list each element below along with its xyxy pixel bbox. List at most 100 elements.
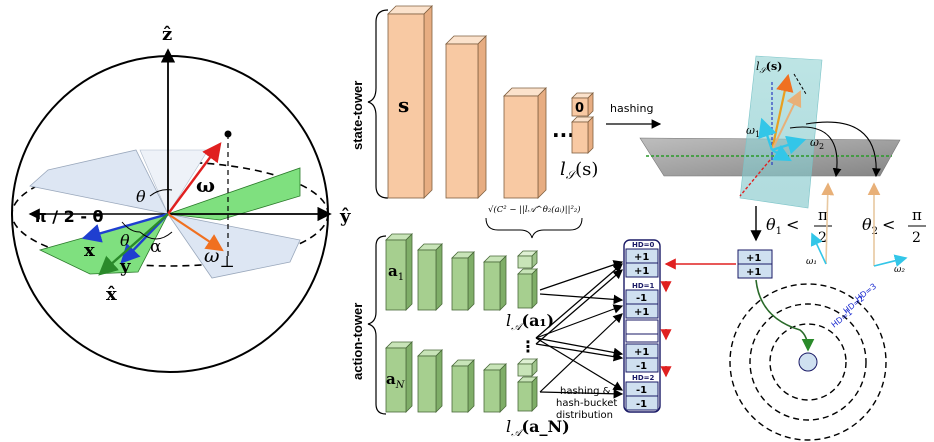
state-output-block [571, 116, 594, 154]
ring-2 [749, 303, 867, 421]
curve-arrow-1 [789, 126, 842, 178]
theta-mid-label: θ [120, 231, 130, 250]
state-tower-brace [367, 9, 389, 199]
state-input-label: s [398, 93, 409, 117]
red-axis [739, 159, 771, 197]
sector-blue-top [139, 149, 209, 215]
state-block-2 [445, 35, 487, 199]
y-label: y [119, 256, 131, 277]
action-input-top-label: a1 [388, 262, 404, 283]
hashing-note-3: distribution [556, 410, 613, 421]
x-label: x [84, 240, 95, 261]
theta1-pi: π [818, 206, 828, 224]
hash-bucket-stack: HD=0 +1 +1 HD=1 -1 +1 +1 -1 HD=2 -1 -1 [623, 239, 672, 413]
state-ellipsis: ··· [552, 123, 575, 147]
omega-down-vector [771, 144, 792, 162]
x-hat-arrow [98, 213, 169, 276]
bucket-0-cell-1 [625, 262, 659, 278]
ring-label-3: HD=3 [854, 282, 878, 304]
state-block-1 [387, 5, 433, 199]
query-code-1: +1 [746, 267, 761, 278]
tan-vector [771, 90, 802, 151]
state-output-label: l𝒮(s) [560, 159, 598, 182]
state-hash-block [571, 92, 594, 117]
theta2-two: 2 [912, 230, 921, 246]
green-curve-arrow [755, 279, 815, 352]
small-cyan-1 [810, 232, 827, 265]
omega-perp-arrow [167, 213, 224, 252]
sqrt-expression: √(C² − ||l𝒜^θ₂(aᵢ)||²₂) [488, 204, 581, 215]
bucket-1-hd: HD=1 [632, 282, 655, 290]
ls-label: l𝒮(s) [756, 60, 782, 75]
omega1-vector [758, 117, 777, 151]
bucket-4-code-1: -1 [636, 399, 647, 410]
sqrt-brace [485, 217, 583, 239]
z-hat-label: ẑ [162, 24, 172, 45]
action-row-top [385, 233, 538, 311]
bucket-2-cell-0 [625, 319, 659, 335]
bucket-0-code-0: +1 [634, 252, 649, 263]
pi-half-theta-label: π / 2 - θ [34, 207, 104, 226]
bucket-3-code-0: +1 [634, 347, 649, 358]
alpha-arc [139, 231, 173, 240]
omega-arrow [167, 142, 222, 215]
action-tower: action-tower a1 l𝒜(a₁) [350, 233, 624, 439]
bucket-3-code-1: -1 [636, 361, 647, 372]
distribution-arrows [535, 260, 624, 399]
hashing-note-1: hashing & [560, 386, 611, 397]
theta1-two: 2 [818, 230, 827, 246]
curve-arrow-2 [805, 121, 881, 178]
theta1-constraint: θ1< [766, 215, 799, 237]
bucket-1-code-0: -1 [636, 293, 647, 304]
state-tower: state-tower s ··· 0 [350, 5, 662, 239]
theta2-pi: π [912, 206, 922, 224]
theta-top-label: θ [136, 187, 146, 206]
small-w2-label: ω₂ [894, 265, 905, 275]
small-cyan-2 [873, 254, 908, 267]
bucket-3-cell-1 [625, 357, 659, 373]
omega1-label: ω1 [746, 124, 760, 139]
bucket-4-code-0: -1 [636, 385, 647, 396]
hashing-label: hashing [610, 102, 653, 115]
x-hat-label: x̂ [106, 284, 117, 305]
theta-mid-arc [121, 221, 141, 233]
state-hash-bit: 0 [575, 101, 584, 116]
sphere-panel: ẑ ŷ x̂ x y ω ω⊥ θ θ α π / 2 - θ [11, 24, 351, 373]
alpha-label: α [150, 237, 162, 257]
omega-label: ω [196, 173, 215, 197]
bucket-1-cell-1 [625, 303, 659, 319]
query-cell-1 [737, 263, 773, 279]
action-tower-label: action-tower [350, 303, 365, 380]
sector-blue-left [29, 149, 169, 215]
action-out-top-label: l𝒜(a₁) [506, 311, 554, 333]
hashing-note-2: hash-bucket [556, 398, 617, 409]
omega-point [224, 130, 232, 138]
sector-green-right [167, 167, 301, 221]
omega2-label: ω2 [810, 136, 824, 151]
ls-dash [793, 73, 807, 95]
action-row-bottom [385, 341, 538, 413]
bucket-2-cell-1 [625, 333, 659, 343]
omega-perp-label: ω⊥ [204, 245, 235, 271]
action-vertical-ellipsis: ⋮ [520, 337, 536, 356]
bucket-0-code-1: +1 [634, 266, 649, 277]
query-code: +1 +1 [664, 249, 773, 279]
hamming-rings: HD=1 HD=2 HD=3 [729, 279, 887, 441]
bucket-4-hd: HD=2 [632, 374, 655, 382]
bucket-1-code-1: +1 [634, 307, 649, 318]
sector-blue-right [167, 213, 301, 279]
bucket-0-hd: HD=0 [632, 241, 655, 249]
action-tower-brace [367, 235, 387, 415]
action-input-bottom-label: aN [386, 370, 406, 391]
small-w1-label: ω₁ [806, 257, 817, 267]
ring-1 [769, 323, 847, 401]
bucket-4-cell-1 [625, 395, 659, 411]
state-block-3 [503, 87, 547, 199]
ring-3 [729, 283, 887, 441]
theta-top-arc [149, 189, 173, 197]
action-out-bottom-label: l𝒜(a_N) [506, 417, 570, 439]
small-tan-1 [821, 182, 835, 265]
state-tower-label: state-tower [350, 81, 365, 150]
ring-center [798, 352, 818, 372]
